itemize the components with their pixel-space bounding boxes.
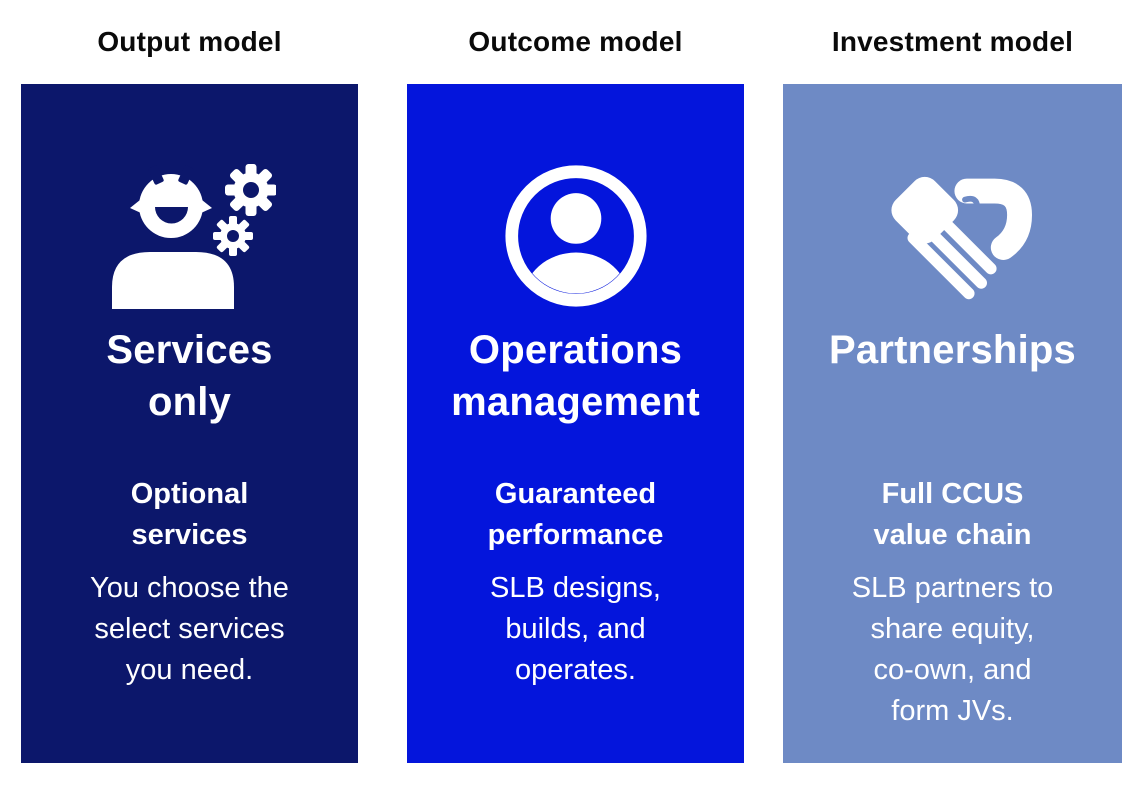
card-subtitle: Guaranteed performance [487,478,664,551]
card-body: SLB partners to share equity, co-own, an… [851,572,1054,727]
column-investment-model: Investment model Partnerships Full CCUS … [783,0,1122,763]
card-title: Operations management [451,328,700,424]
worker-with-gears-icon [111,164,276,309]
card-title: Partnerships [829,328,1076,372]
title-area: Partnerships [783,324,1122,440]
card-subtitle: Full CCUS value chain [873,478,1032,551]
user-circle-icon [504,165,647,307]
column-header-output-model: Output model [97,26,282,57]
icon-area [407,84,744,314]
card-title: Services only [106,328,273,424]
small-gear-icon [212,216,253,256]
large-gear-icon [224,164,276,216]
card-body: SLB designs, builds, and operates. [490,572,661,686]
column-output-model: Output model [21,0,358,763]
column-header-outcome-model: Outcome model [468,26,683,57]
column-header-investment-model: Investment model [831,26,1074,57]
icon-area [783,84,1122,314]
card-body: You choose the select services you need. [90,572,289,686]
title-area: Operations management [407,324,744,440]
output-model-card: Services only Optional services You choo… [21,84,358,763]
card-subtitle: Optional services [130,478,249,551]
investment-model-card: Partnerships Full CCUS value chain SLB p… [783,84,1122,763]
column-outcome-model: Outcome model Operations management Guar… [407,0,744,763]
title-area: Services only [21,324,358,440]
handshake-icon [890,176,1032,300]
outcome-model-card: Operations management Guaranteed perform… [407,84,744,763]
icon-area [21,84,358,314]
